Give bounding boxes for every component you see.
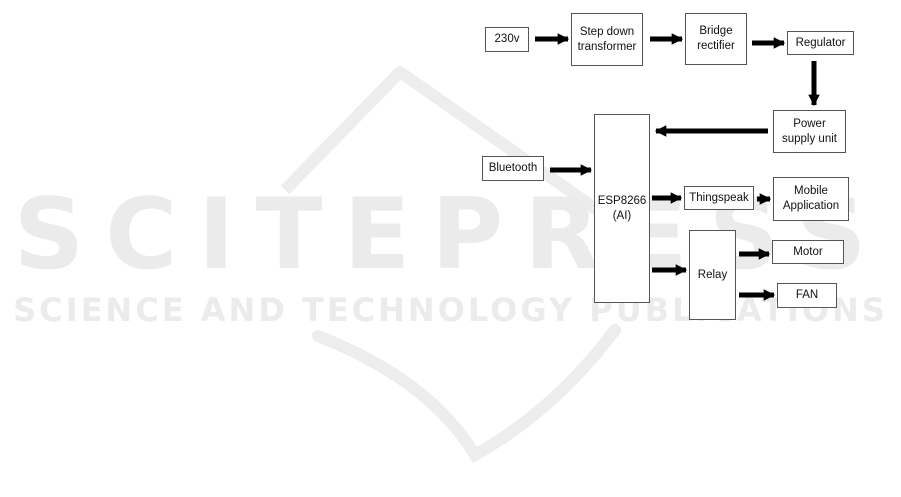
node-esp8266: ESP8266 (AI) [594,114,650,303]
node-label: Bridge rectifier [697,24,735,54]
node-label: Relay [698,268,727,283]
node-label: Motor [793,245,822,260]
node-relay: Relay [689,230,736,320]
node-label: 230v [495,32,520,47]
node-230v-source: 230v [485,27,529,52]
node-motor: Motor [772,240,844,264]
node-bridge-rectifier: Bridge rectifier [685,13,747,65]
node-fan: FAN [777,283,837,308]
node-mobile-application: Mobile Application [773,177,849,221]
node-label: Mobile Application [783,184,839,214]
node-label: Thingspeak [689,191,748,206]
node-label: Step down transformer [578,25,637,55]
node-label: Regulator [796,36,846,51]
node-thingspeak: Thingspeak [684,186,754,210]
node-label: ESP8266 (AI) [598,194,647,224]
node-label: FAN [796,288,818,303]
node-regulator: Regulator [787,31,854,55]
node-label: Bluetooth [489,161,538,176]
node-step-down-transformer: Step down transformer [571,13,643,66]
node-bluetooth: Bluetooth [482,156,544,181]
node-power-supply-unit: Power supply unit [773,110,846,153]
node-label: Power supply unit [782,117,837,147]
